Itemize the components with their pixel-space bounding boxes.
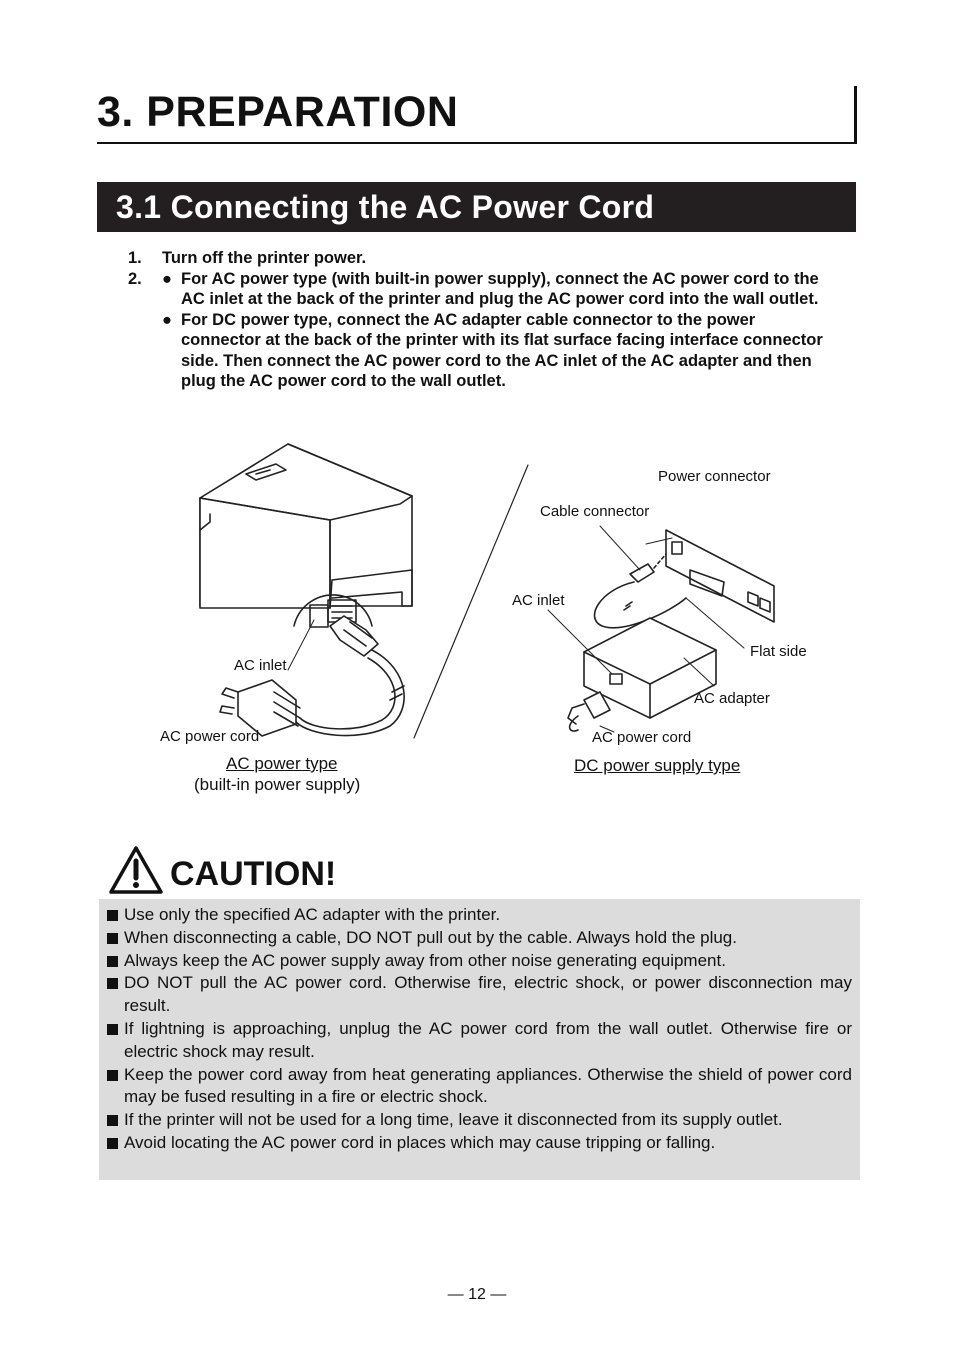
caption-dc-power-supply-type: DC power supply type — [574, 756, 741, 775]
square-bullet-icon — [107, 932, 118, 944]
instruction-steps: 1. Turn off the printer power. 2. ● For … — [128, 248, 828, 392]
caution-item: Always keep the AC power supply away fro… — [107, 950, 852, 973]
step-1: 1. Turn off the printer power. — [128, 248, 828, 269]
square-bullet-icon — [107, 1069, 118, 1081]
caution-text: When disconnecting a cable, DO NOT pull … — [124, 927, 737, 947]
square-bullet-icon — [107, 910, 118, 921]
label-ac-power-cord-left: AC power cord — [160, 728, 260, 745]
step-number: 1. — [128, 249, 142, 267]
label-ac-inlet-left: AC inlet — [234, 657, 287, 674]
caution-item: Keep the power cord away from heat gener… — [107, 1064, 852, 1110]
caution-list: Use only the specified AC adapter with t… — [99, 899, 860, 1180]
caption-built-in-power-supply: (built-in power supply) — [194, 775, 361, 794]
caution-text: If the printer will not be used for a lo… — [124, 1110, 783, 1130]
caution-item: When disconnecting a cable, DO NOT pull … — [107, 927, 852, 950]
connection-figure: AC inlet AC power cord AC power type (bu… — [0, 430, 954, 820]
bullet-text: For DC power type, connect the AC adapte… — [181, 310, 823, 391]
bullet-dot-icon: ● — [162, 310, 172, 329]
connection-illustration — [199, 443, 775, 739]
caution-text: If lightning is approaching, unplug the … — [124, 1018, 852, 1061]
caution-text: Use only the specified AC adapter with t… — [124, 905, 501, 924]
warning-triangle-icon — [109, 846, 163, 894]
chapter-heading: 3. PREPARATION — [97, 86, 857, 144]
step-text: Turn off the printer power. — [162, 249, 367, 267]
label-ac-power-cord-right: AC power cord — [592, 729, 692, 746]
section-title: 3.1 Connecting the AC Power Cord — [116, 189, 655, 225]
caution-text: Avoid locating the AC power cord in plac… — [124, 1132, 716, 1152]
step-2-bullet-ac: ● For AC power type (with built-in power… — [162, 269, 828, 310]
caution-item: Use only the specified AC adapter with t… — [107, 904, 852, 927]
step-number: 2. — [128, 269, 142, 288]
caution-title: CAUTION! — [170, 855, 337, 893]
step-2: 2. ● For AC power type (with built-in po… — [128, 269, 828, 392]
chapter-title: 3. PREPARATION — [97, 88, 459, 136]
square-bullet-icon — [107, 978, 118, 990]
caution-item: If lightning is approaching, unplug the … — [107, 1018, 852, 1064]
square-bullet-icon — [107, 1137, 118, 1149]
bullet-text: For AC power type (with built-in power s… — [181, 269, 819, 309]
square-bullet-icon — [107, 1115, 118, 1127]
caution-item: DO NOT pull the AC power cord. Otherwise… — [107, 972, 852, 1018]
label-cable-connector: Cable connector — [540, 503, 650, 520]
label-ac-inlet-right: AC inlet — [512, 592, 565, 609]
caution-item: If the printer will not be used for a lo… — [107, 1109, 852, 1132]
bullet-dot-icon: ● — [162, 269, 172, 288]
square-bullet-icon — [107, 1023, 118, 1035]
caution-item: Avoid locating the AC power cord in plac… — [107, 1132, 852, 1155]
section-heading-bar: 3.1 Connecting the AC Power Cord — [97, 182, 856, 232]
step-2-bullet-dc: ● For DC power type, connect the AC adap… — [162, 310, 828, 392]
label-ac-adapter: AC adapter — [694, 690, 770, 707]
label-flat-side: Flat side — [750, 643, 807, 660]
caption-ac-power-type: AC power type — [226, 754, 338, 773]
label-power-connector: Power connector — [658, 468, 771, 485]
square-bullet-icon — [107, 955, 118, 967]
caution-text: Always keep the AC power supply away fro… — [124, 950, 726, 970]
caution-text: DO NOT pull the AC power cord. Otherwise… — [124, 973, 852, 1016]
page-number: — 12 — — [447, 1286, 507, 1303]
caution-text: Keep the power cord away from heat gener… — [124, 1064, 852, 1107]
